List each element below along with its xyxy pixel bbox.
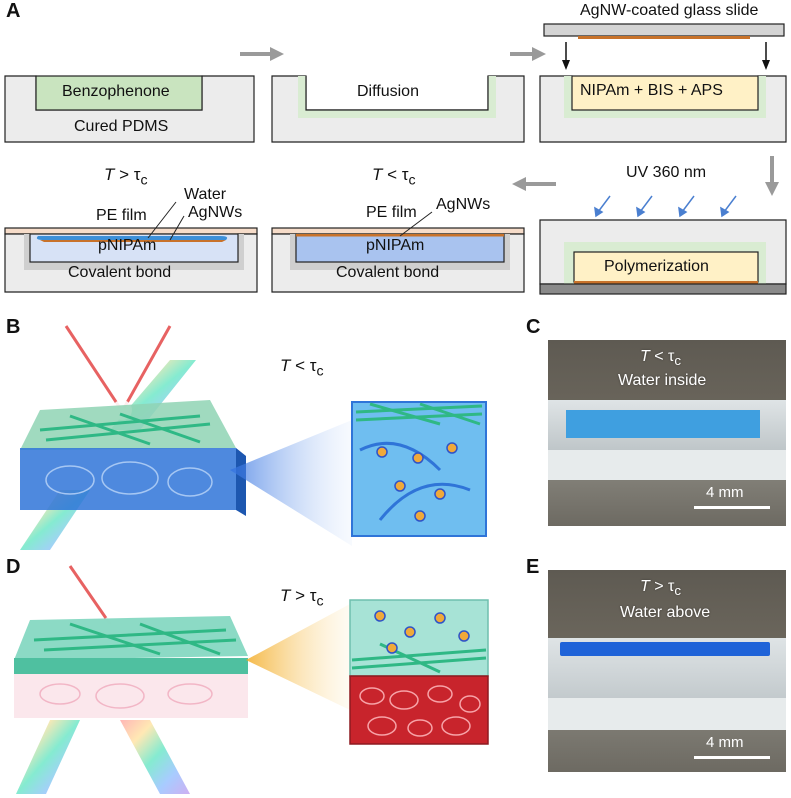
process-diagram	[4, 23, 787, 295]
photo-c-scale-label: 4 mm	[706, 484, 744, 501]
step5-device	[271, 211, 525, 293]
photo-e-base	[548, 698, 786, 730]
schematic-b-condition: T < τc	[280, 356, 324, 380]
photo-c-scale-bar	[694, 506, 770, 509]
step6-film-label: PE film	[96, 207, 147, 224]
panel-label-a: A	[6, 0, 21, 22]
swollen-slab	[20, 448, 236, 510]
step5-bond-label: Covalent bond	[336, 264, 440, 281]
monomer-layer	[571, 75, 759, 111]
swollen-gel	[295, 233, 505, 263]
photo-c-base	[548, 450, 786, 480]
photo-e-condition: T > τc	[640, 578, 682, 599]
monomer-label: NIPAm + BIS + APS	[580, 82, 723, 99]
step2-mold	[271, 75, 525, 143]
panel-label-c: C	[526, 316, 541, 338]
step3-press-arrows	[562, 42, 770, 70]
panel-label-e: E	[526, 556, 540, 578]
uv-arrows	[594, 195, 737, 218]
shrunk-slab	[14, 674, 248, 718]
benzophenone-layer	[35, 75, 203, 111]
step4-mold	[539, 219, 787, 295]
glass-slide-label: AgNW-coated glass slide	[580, 2, 759, 19]
step6-gel-label: pNIPAm	[98, 237, 157, 254]
diffusion-label: Diffusion	[357, 83, 419, 100]
photo-e-note: Water above	[620, 604, 711, 621]
photo-c-note: Water inside	[618, 372, 707, 389]
step6-water-label: Water	[184, 186, 227, 203]
photo-c-water	[566, 410, 760, 438]
step1-mold	[4, 75, 255, 143]
photo-e-scale-bar	[694, 756, 770, 759]
arrow-down	[765, 156, 779, 196]
step5-condition: T < τc	[372, 165, 416, 189]
zoom-cube-collapsed	[349, 675, 489, 745]
arrow-right-1	[240, 47, 284, 61]
step3-mold	[539, 75, 787, 143]
cured-pdms-label: Cured PDMS	[74, 118, 169, 135]
photo-e-water	[560, 642, 770, 656]
water-top-layer	[14, 658, 248, 674]
step6-device	[4, 201, 258, 293]
step5-gel-label: pNIPAm	[366, 237, 425, 254]
arrow-right-2	[510, 47, 546, 61]
water-layer	[36, 236, 228, 240]
uv-label: UV 360 nm	[626, 164, 707, 181]
photo-c-condition: T < τc	[640, 348, 682, 369]
schematic-d-illustration	[14, 565, 489, 794]
step6-bond-label: Covalent bond	[68, 264, 172, 281]
step6-agnw-label: AgNWs	[188, 204, 243, 221]
step3-slide	[543, 23, 785, 39]
step5-agnw-label: AgNWs	[436, 196, 491, 213]
panel-label-b: B	[6, 316, 21, 338]
arrow-left	[512, 177, 556, 191]
polymerization-label: Polymerization	[604, 258, 709, 275]
schematic-d-condition: T > τc	[280, 586, 324, 610]
step5-film-label: PE film	[366, 204, 417, 221]
benzophenone-label: Benzophenone	[62, 83, 170, 100]
schematic-b-illustration	[20, 325, 487, 550]
panel-label-d: D	[6, 556, 21, 578]
photo-e-scale-label: 4 mm	[706, 734, 744, 751]
step6-condition: T > τc	[104, 165, 148, 189]
